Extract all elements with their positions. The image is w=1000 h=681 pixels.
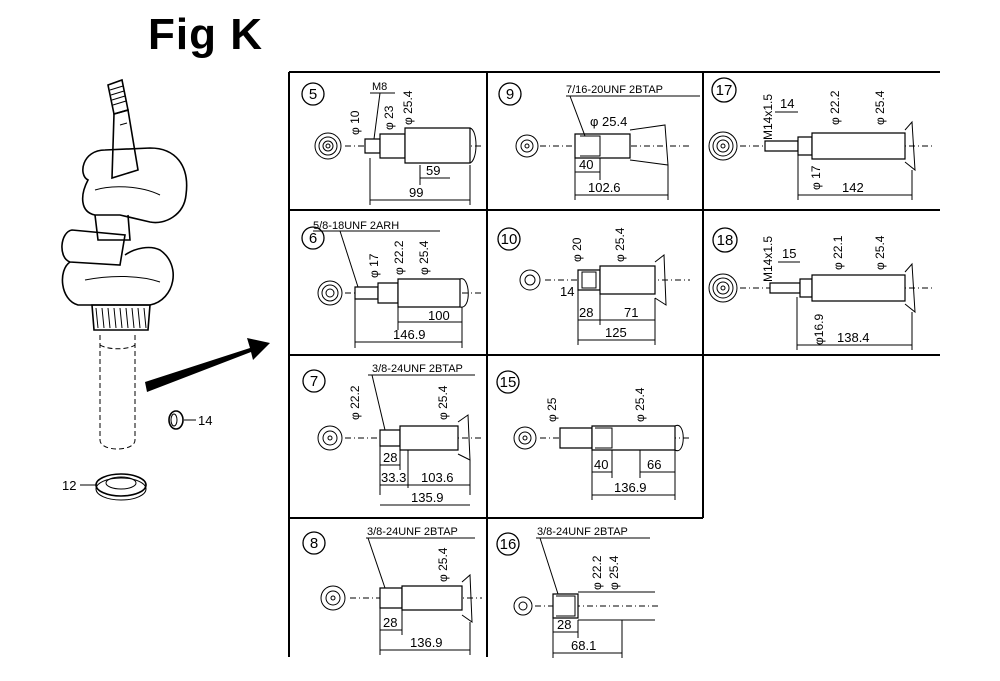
panel-16-dia-1: φ 22.2	[590, 555, 604, 590]
panel-7: 7 3/8-24UNF 2BTAP φ 22.2 φ 25.4 28 33.3 …	[302, 363, 482, 506]
panel-18-dim-2: 138.4	[837, 330, 870, 345]
panel-15-dim-2: 66	[647, 457, 661, 472]
panel-8-dim-2: 136.9	[410, 635, 443, 650]
panel-18-dia-3: φ16.9	[812, 314, 826, 345]
panel-5: 5 M8 φ 10 φ 23 φ 25.4 59 99	[301, 81, 482, 205]
panel-15: 15 φ 25 φ 25.4 40 66 136.9	[496, 370, 690, 500]
panel-6-dim-1: 100	[428, 308, 450, 323]
panel-8-dim-1: 28	[383, 615, 397, 630]
panel-6-thread: 5/8-18UNF 2ARH	[313, 220, 399, 232]
panel-10-dia-2: φ 25.4	[613, 227, 627, 262]
panel-8-number: 8	[310, 535, 318, 552]
panel-16-dim-2: 68.1	[571, 638, 596, 653]
callout-12-label: 12	[62, 478, 76, 493]
panel-5-dim-1: 59	[426, 163, 440, 178]
panel-5-dia-3: φ 25.4	[401, 90, 415, 125]
callout-14-label: 14	[198, 413, 212, 428]
panel-18-dim-1: 15	[782, 246, 796, 261]
panel-17-dim-2: 142	[842, 180, 864, 195]
panel-9-dim-2: 102.6	[588, 180, 621, 195]
table-grid	[288, 71, 940, 657]
panel-10-dim-4: 125	[605, 325, 627, 340]
panel-10-number: 10	[501, 231, 518, 248]
panel-17-thread: M14x1.5	[761, 94, 775, 140]
panel-17-dia-2: φ 25.4	[873, 90, 887, 125]
panel-18: 18 M14x1.5 φ 22.1 φ 25.4 φ16.9 15 138.4	[708, 227, 935, 350]
panel-15-dia-2: φ 25.4	[633, 387, 647, 422]
panel-16-dia-2: φ 25.4	[607, 555, 621, 590]
panel-7-dim-2: 33.3	[381, 470, 406, 485]
panel-9-number: 9	[506, 86, 514, 103]
figure-title: Fig K	[148, 10, 263, 59]
panel-9-dia-1: φ 25.4	[590, 114, 627, 129]
panel-9-dim-1: 40	[579, 157, 593, 172]
panel-15-number: 15	[500, 374, 517, 391]
panel-16: 16 3/8-24UNF 2BTAP φ 22.2 φ 25.4 28 68.1	[496, 526, 660, 658]
panel-7-dia-1: φ 22.2	[348, 385, 362, 420]
panel-18-number: 18	[717, 232, 734, 249]
panel-18-thread: M14x1.5	[761, 236, 775, 282]
panel-15-dia-1: φ 25	[545, 397, 559, 422]
panel-7-dim-3: 103.6	[421, 470, 454, 485]
panel-17: 17 M14x1.5 φ 22.2 φ 25.4 φ 17 14 142	[708, 77, 935, 200]
panel-5-number: 5	[309, 86, 317, 103]
panel-7-number: 7	[310, 373, 318, 390]
panel-16-thread: 3/8-24UNF 2BTAP	[537, 526, 628, 538]
panel-7-dim-1: 28	[383, 450, 397, 465]
panel-5-dim-2: 99	[409, 185, 423, 200]
panel-6-dia-3: φ 25.4	[417, 240, 431, 275]
panel-10-dim-3: 71	[624, 305, 638, 320]
panel-17-dia-1: φ 22.2	[828, 90, 842, 125]
panel-10-dia-1: φ 20	[570, 237, 584, 262]
panel-8-dia-1: φ 25.4	[436, 547, 450, 582]
panel-7-dim-4: 135.9	[411, 490, 444, 505]
panel-8-thread: 3/8-24UNF 2BTAP	[367, 526, 458, 538]
panel-5-dia-2: φ 23	[382, 105, 396, 130]
panel-10: 10 φ 20 φ 25.4 14 28 71 125	[497, 227, 690, 345]
panel-6-dia-1: φ 17	[367, 253, 381, 278]
panel-7-thread: 3/8-24UNF 2BTAP	[372, 363, 463, 375]
panel-15-dim-1: 40	[594, 457, 608, 472]
panel-15-dim-3: 136.9	[614, 480, 647, 495]
panel-10-dim-2: 28	[579, 305, 593, 320]
panel-9-thread: 7/16-20UNF 2BTAP	[566, 84, 663, 96]
panel-18-dia-2: φ 25.4	[873, 235, 887, 270]
panel-6-dim-2: 146.9	[393, 327, 426, 342]
panel-17-dia-3: φ 17	[809, 165, 823, 190]
panel-16-number: 16	[500, 536, 517, 553]
panel-6-number: 6	[309, 230, 317, 247]
panel-9: 9 7/16-20UNF 2BTAP φ 25.4 40 102.6	[498, 82, 700, 200]
crankshaft-illustration: 14 12	[61, 78, 270, 501]
panel-10-dim-1: 14	[560, 284, 574, 299]
panel-6: 6 5/8-18UNF 2ARH φ 17 φ 22.2 φ 25.4 100 …	[301, 220, 482, 348]
panel-7-dia-2: φ 25.4	[436, 385, 450, 420]
panel-8: 8 3/8-24UNF 2BTAP φ 25.4 28 136.9	[302, 526, 482, 655]
panel-5-dia-1: φ 10	[348, 110, 362, 135]
panel-16-dim-1: 28	[557, 617, 571, 632]
panel-17-number: 17	[716, 82, 733, 99]
panel-5-thread: M8	[372, 81, 387, 93]
panel-18-dia-1: φ 22.1	[831, 235, 845, 270]
panel-17-dim-1: 14	[780, 96, 794, 111]
panel-6-dia-2: φ 22.2	[392, 240, 406, 275]
